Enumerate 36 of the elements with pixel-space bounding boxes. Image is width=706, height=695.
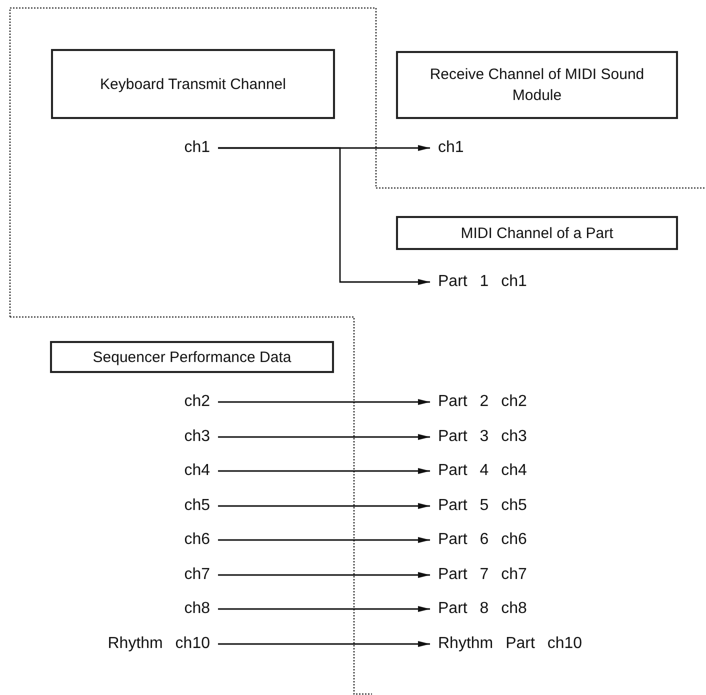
heading-box	[50, 341, 334, 373]
arrow	[218, 641, 430, 647]
channel-label: Rhythm ch10	[108, 635, 210, 653]
arrow	[218, 399, 430, 405]
heading-box	[51, 49, 335, 119]
heading-box	[396, 51, 678, 119]
channel-label: ch5	[184, 497, 210, 515]
arrow	[218, 468, 430, 474]
arrow	[218, 606, 430, 612]
channel-label: ch8	[184, 600, 210, 618]
channel-label: ch4	[184, 462, 210, 480]
arrow	[218, 537, 430, 543]
channel-label: Part 5 ch5	[438, 497, 527, 515]
channel-label: ch1	[184, 139, 210, 157]
box-heading: MIDI Channel of a Part	[460, 224, 614, 244]
box-heading: Keyboard Transmit Channel	[100, 74, 286, 94]
channel-label: ch2	[184, 393, 210, 411]
channel-label: Part 2 ch2	[438, 393, 527, 411]
channel-label: Part 3 ch3	[438, 428, 527, 446]
channel-label: ch3	[184, 428, 210, 446]
channel-label: ch7	[184, 566, 210, 584]
channel-label: ch6	[184, 531, 210, 549]
channel-label: Part 7 ch7	[438, 566, 527, 584]
channel-label: Rhythm Part ch10	[438, 635, 582, 653]
channel-label: Part 6 ch6	[438, 531, 527, 549]
heading-box	[396, 216, 678, 250]
arrow	[218, 503, 430, 509]
channel-label: Part 4 ch4	[438, 462, 527, 480]
channel-label: Part 1 ch1	[438, 273, 527, 291]
box-heading: Receive Channel of MIDI Sound Module	[428, 65, 646, 106]
arrow	[218, 572, 430, 578]
channel-label: ch1	[438, 139, 464, 157]
arrow	[218, 434, 430, 440]
channel-label: Part 8 ch8	[438, 600, 527, 618]
arrow	[218, 147, 430, 285]
box-heading: Sequencer Performance Data	[92, 348, 292, 368]
